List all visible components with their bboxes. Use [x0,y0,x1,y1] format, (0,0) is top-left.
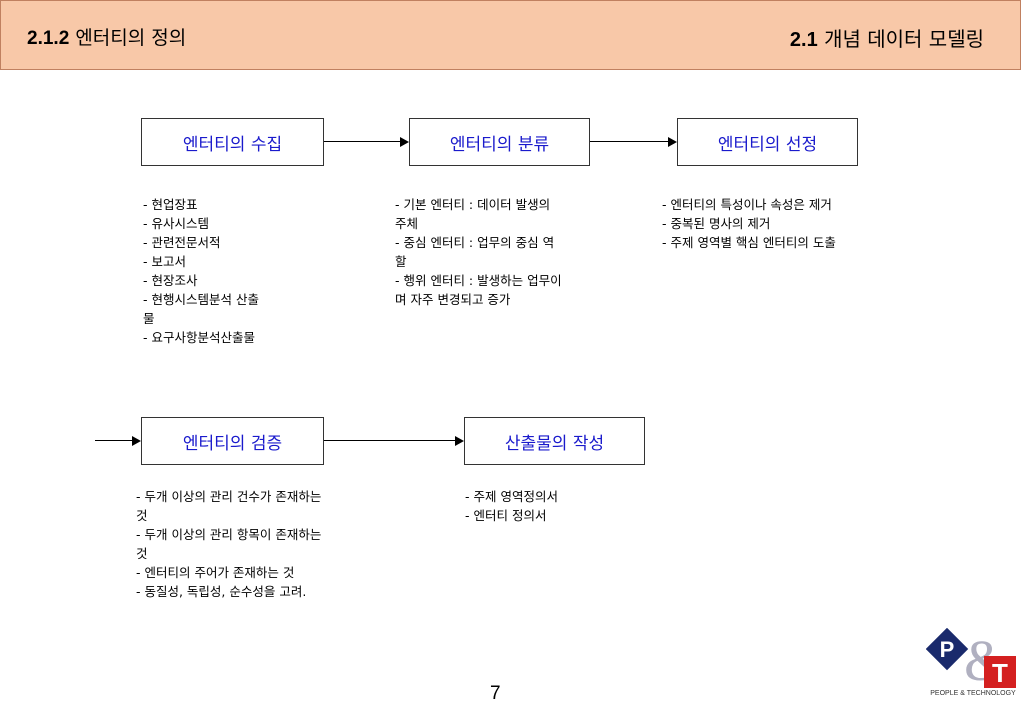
arrow-collect-to-classify [324,137,409,147]
arrow-classify-to-select [590,137,677,147]
note-line: - 두개 이상의 관리 항목이 존재하는 것 [136,527,322,561]
section-title: 2.1.2 엔터티의 정의 [27,23,186,50]
note-line: - 행위 엔터티 : 발생하는 업무이 며 자주 변경되고 증가 [395,273,562,307]
note-line: - 관련전문서적 [143,235,221,250]
step-select-box: 엔터티의 선정 [677,118,858,166]
company-logo: & P T [926,628,1016,693]
arrow-into-verify [95,436,141,446]
arrow-verify-to-output [324,436,464,446]
section-number: 2.1.2 [27,28,70,49]
logo-caption: PEOPLE & TECHNOLOGY [930,690,1016,697]
logo-letter-t: T [992,658,1008,688]
note-line: - 현업장표 [143,197,198,212]
step-classify-notes: - 기본 엔터티 : 데이터 발생의 주체 - 중심 엔터티 : 업무의 중심 … [395,195,635,309]
step-classify-box: 엔터티의 분류 [409,118,590,166]
step-collect-notes: - 현업장표 - 유사시스템 - 관련전문서적 - 보고서 - 현장조사 - 현… [143,195,318,347]
note-line: - 유사시스템 [143,216,209,231]
section-title-text: 엔터티의 정의 [75,27,187,49]
chapter-title-text: 개념 데이터 모델링 [824,27,984,51]
note-line: - 동질성, 독립성, 순수성을 고려. [136,584,307,599]
chapter-number: 2.1 [789,29,818,51]
note-line: - 엔터티 정의서 [465,508,547,523]
note-line: - 엔터티의 주어가 존재하는 것 [136,565,295,580]
step-verify-notes: - 두개 이상의 관리 건수가 존재하는 것 - 두개 이상의 관리 항목이 존… [136,487,396,601]
note-line: - 요구사항분석산출물 [143,330,255,345]
note-line: - 기본 엔터티 : 데이터 발생의 주체 [395,197,551,231]
step-output-notes: - 주제 영역정의서 - 엔터티 정의서 [465,487,665,525]
note-line: - 보고서 [143,254,186,269]
note-line: - 중복된 명사의 제거 [662,216,771,231]
step-output-box: 산출물의 작성 [464,417,645,465]
page-number: 7 [490,683,501,704]
note-line: - 현행시스템분석 산출 물 [143,292,259,326]
note-line: - 중심 엔터티 : 업무의 중심 역 할 [395,235,555,269]
logo-letter-p: P [940,637,955,662]
note-line: - 두개 이상의 관리 건수가 존재하는 것 [136,489,322,523]
note-line: - 주제 영역정의서 [465,489,558,504]
note-line: - 엔터티의 특성이나 속성은 제거 [662,197,832,212]
step-select-notes: - 엔터티의 특성이나 속성은 제거 - 중복된 명사의 제거 - 주제 영역별… [662,195,912,252]
note-line: - 현장조사 [143,273,198,288]
chapter-title: 2.1 개념 데이터 모델링 [790,23,984,52]
slide-header: 2.1.2 엔터티의 정의 2.1 개념 데이터 모델링 [0,0,1021,70]
step-verify-box: 엔터티의 검증 [141,417,324,465]
note-line: - 주제 영역별 핵심 엔터티의 도출 [662,235,836,250]
logo-t-square [984,656,1016,688]
step-collect-box: 엔터티의 수집 [141,118,324,166]
